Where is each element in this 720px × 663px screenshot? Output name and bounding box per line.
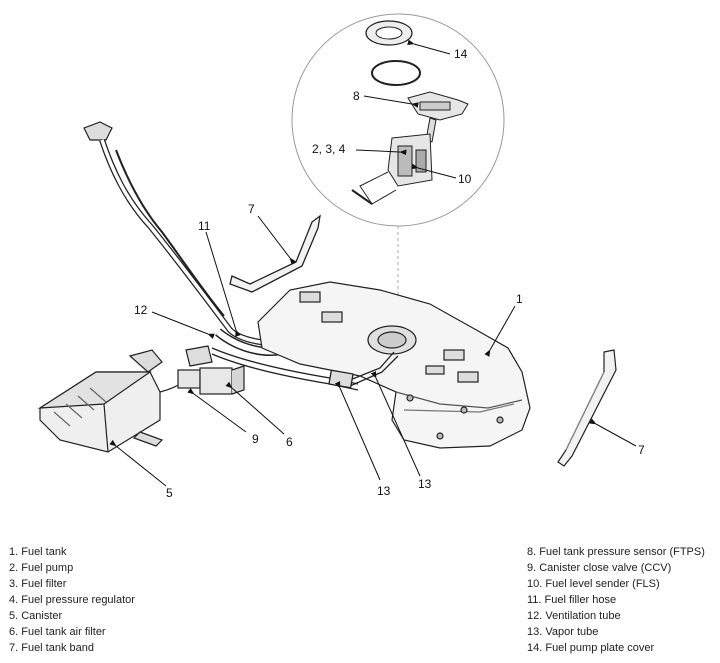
fuel-filler-hose <box>83 121 293 356</box>
detail-magnifier <box>291 13 505 318</box>
callout-11: 11 <box>198 219 211 233</box>
legend-right: 8. Fuel tank pressure sensor (FTPS) 9. C… <box>527 544 705 656</box>
canister <box>37 349 197 453</box>
vapor-tubes <box>211 347 399 391</box>
callout-10: 10 <box>458 172 472 186</box>
callout-9: 9 <box>252 432 259 446</box>
callout-14: 14 <box>454 47 468 61</box>
fuel-tank <box>257 281 531 449</box>
callout-5: 5 <box>166 486 173 500</box>
legend-item: 3. Fuel filter <box>9 578 67 590</box>
legend-item: 9. Canister close valve (CCV) <box>527 562 672 574</box>
leader-lines <box>109 39 637 487</box>
callout-13-right: 13 <box>418 477 432 491</box>
callout-8: 8 <box>353 89 360 103</box>
fuel-pump-assembly <box>351 91 469 205</box>
legend-item: 14. Fuel pump plate cover <box>527 642 655 654</box>
legend-item: 11. Fuel filler hose <box>527 594 617 606</box>
legend-item: 7. Fuel tank band <box>9 642 95 654</box>
legend-item: 6. Fuel tank air filter <box>9 626 106 638</box>
legend-item: 1. Fuel tank <box>9 546 67 558</box>
o-ring <box>371 60 421 86</box>
callout-7-upper: 7 <box>248 202 255 216</box>
fuel-tank-band-upper <box>229 214 321 293</box>
callout-2-3-4: 2, 3, 4 <box>312 142 346 156</box>
legend-left: 1. Fuel tank 2. Fuel pump 3. Fuel filter… <box>9 544 135 656</box>
callout-6: 6 <box>286 435 293 449</box>
fuel-pump-plate-cover <box>365 20 413 46</box>
legend-item: 5. Canister <box>9 610 63 622</box>
callout-12: 12 <box>134 303 148 317</box>
legend-item: 8. Fuel tank pressure sensor (FTPS) <box>527 546 705 558</box>
legend-item: 2. Fuel pump <box>9 562 74 574</box>
legend-item: 13. Vapor tube <box>527 626 599 638</box>
callout-13-left: 13 <box>377 484 391 498</box>
fuel-tank-air-filter <box>199 365 245 395</box>
callout-1: 1 <box>516 292 523 306</box>
legend-item: 12. Ventilation tube <box>527 610 621 622</box>
callout-7-right: 7 <box>638 443 645 457</box>
legend-item: 10. Fuel level sender (FLS) <box>527 578 660 590</box>
legend-item: 4. Fuel pressure regulator <box>9 594 135 606</box>
fuel-tank-band-right <box>557 349 617 467</box>
fuel-system-diagram: 14 8 2, 3, 4 10 1 7 7 11 12 5 9 6 13 13 <box>37 13 645 500</box>
